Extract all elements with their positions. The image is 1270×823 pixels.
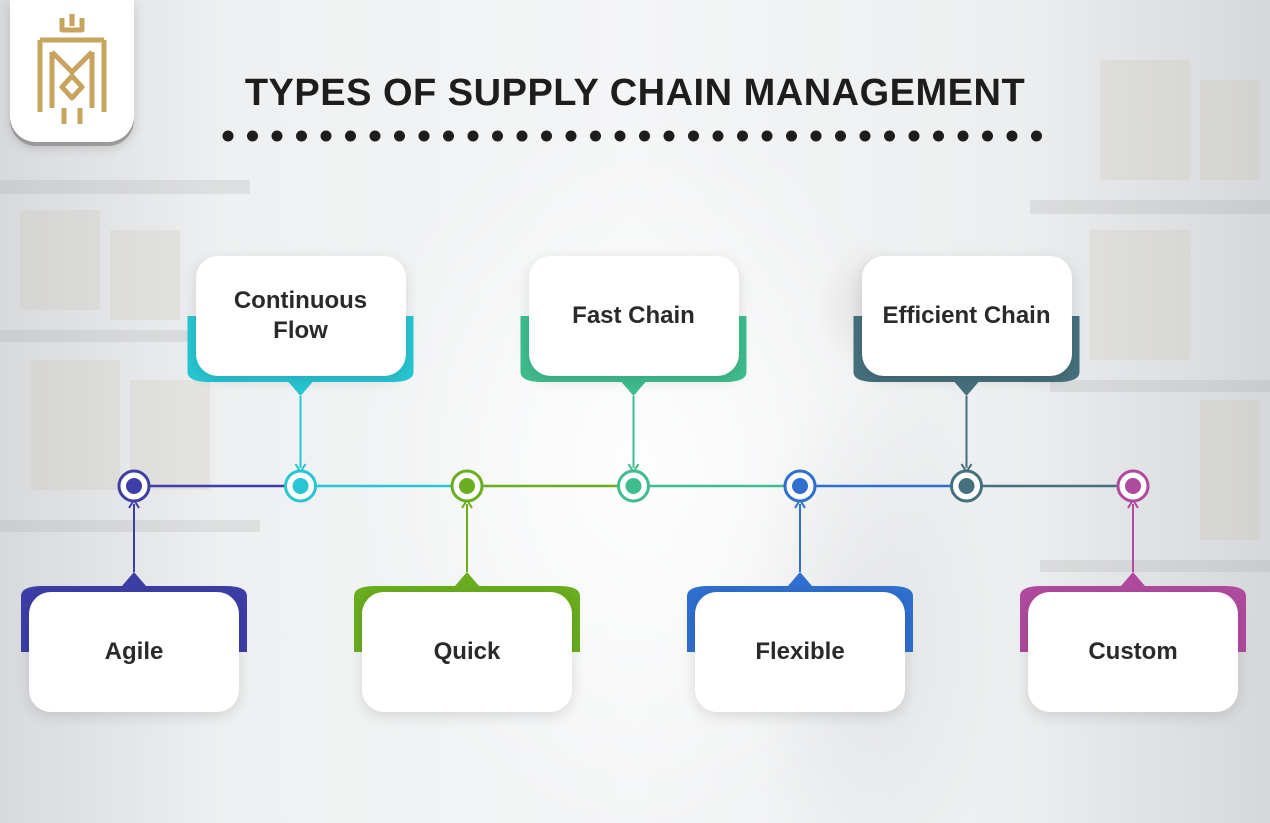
type-card-label: Custom [1088,638,1178,665]
timeline-node-center [459,478,475,494]
divider-dot [222,130,234,142]
timeline-node-center [1125,478,1141,494]
timeline-node-center [126,478,142,494]
type-card-label: Continuous Flow [233,287,368,344]
divider-dot [957,130,969,142]
timeline-node-center [792,478,808,494]
divider-dot [884,130,895,142]
divider-dot [443,130,454,142]
divider-dot [859,130,871,142]
type-card-label: Quick [433,638,501,665]
card-pointer [954,382,979,396]
divider-dot [394,130,405,142]
divider-dot [492,130,503,142]
brand-logo [10,0,134,142]
divider-dot [614,130,626,142]
divider-dot [247,130,258,142]
type-card: Custom [1028,592,1238,712]
title-dotted-divider [222,130,1042,142]
type-card: Flexible [695,592,905,712]
type-card-label: Efficient Chain [882,302,1051,329]
divider-dot [541,130,552,142]
type-card: Continuous Flow [195,256,406,376]
divider-dot [320,130,332,142]
card-pointer [621,382,646,396]
card-pointer [1121,572,1145,586]
card-pointer [288,382,313,396]
divider-dot [761,130,773,142]
divider-dot [271,130,283,142]
type-card: Quick [362,592,572,712]
divider-dot [712,130,724,142]
divider-dot [982,130,993,142]
page-title: TYPES OF SUPPLY CHAIN MANAGEMENT [244,72,1026,114]
divider-dot [345,130,356,142]
timeline-node-center [292,478,309,494]
divider-dot [908,130,920,142]
type-card: Agile [29,592,239,712]
type-card: Fast Chain [528,256,739,376]
divider-dot [1031,130,1042,142]
divider-dot [933,130,944,142]
type-card: Efficient Chain [861,256,1072,376]
divider-dot [663,130,675,142]
divider-dot [590,130,601,142]
divider-dot [835,130,846,142]
timeline-node-center [625,478,642,494]
type-card-label: Agile [104,638,164,665]
crown-shield-icon [37,14,107,124]
divider-dot [1006,130,1018,142]
type-card-label: Flexible [755,638,845,665]
divider-dot [639,130,650,142]
divider-dot [565,130,577,142]
card-pointer [455,572,479,586]
card-pointer [122,572,146,586]
card-pointer [788,572,812,586]
timeline-node-center [958,478,975,494]
divider-dot [467,130,479,142]
divider-dot [786,130,797,142]
divider-dot [810,130,822,142]
divider-dot [516,130,528,142]
divider-dot [296,130,307,142]
type-card-label: Fast Chain [572,302,695,329]
divider-dot [688,130,699,142]
divider-dot [369,130,381,142]
divider-dot [418,130,430,142]
divider-dot [737,130,748,142]
